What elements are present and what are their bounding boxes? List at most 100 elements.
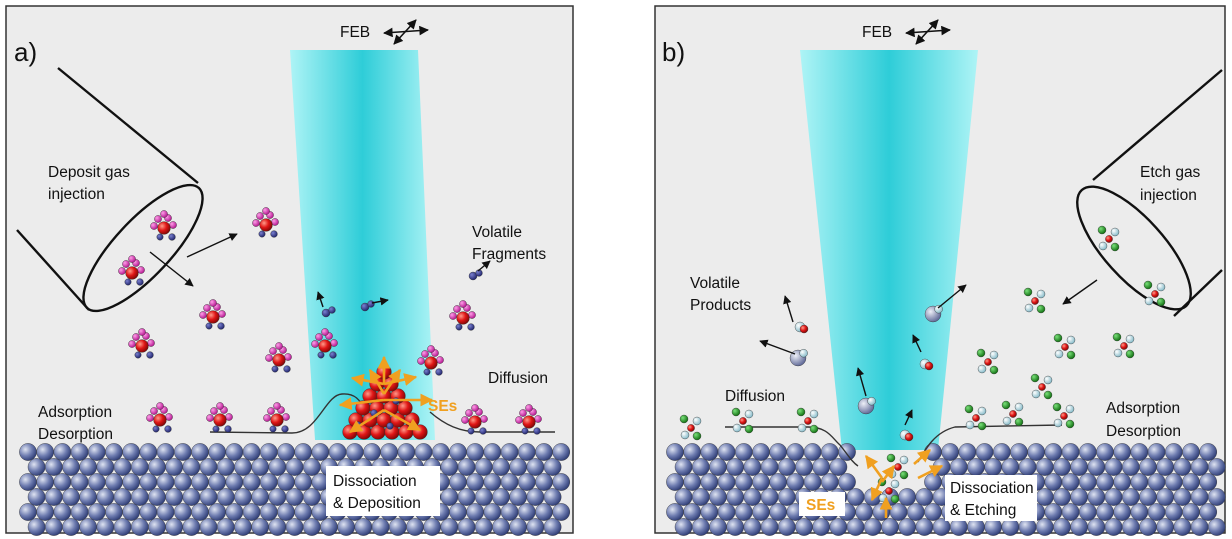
substrate-atom — [769, 443, 788, 461]
panel-letter: b) — [662, 37, 685, 67]
volatile-product — [899, 429, 914, 442]
substrate-atom — [1147, 503, 1166, 521]
substrate-atom — [199, 458, 218, 476]
lightblue-atom — [989, 350, 999, 360]
substrate-atom — [483, 503, 502, 521]
red-atom — [125, 266, 139, 280]
substrate-atom — [440, 458, 459, 476]
navy-atom — [455, 323, 463, 331]
substrate-atom — [96, 488, 115, 506]
lightblue-atom — [1014, 402, 1024, 412]
magenta-atom — [449, 312, 457, 320]
magenta-atom — [519, 409, 527, 417]
green-atom — [1036, 304, 1046, 314]
substrate-atom — [838, 473, 856, 491]
magenta-atom — [138, 328, 146, 336]
electron-beam — [800, 50, 978, 450]
gas-injection-label-line1: Deposit gas — [48, 164, 130, 181]
green-atom — [977, 421, 987, 431]
substrate-atom — [864, 518, 882, 536]
green-atom — [1156, 297, 1166, 307]
substrate-atom — [320, 518, 338, 536]
lightblue-atom — [1002, 416, 1012, 426]
magenta-atom — [150, 222, 158, 230]
substrate-atom — [1096, 443, 1114, 461]
red-atom — [424, 356, 438, 370]
substrate-atom — [216, 458, 235, 476]
etchant-molecule — [964, 404, 987, 431]
substrate-atom — [846, 488, 865, 506]
substrate-atom — [735, 443, 753, 461]
red-atom — [522, 415, 536, 429]
magenta-atom — [199, 311, 207, 319]
green-atom — [1065, 419, 1075, 429]
green-atom — [796, 407, 806, 417]
green-atom — [886, 453, 896, 463]
substrate-atom — [535, 443, 553, 461]
substrate-atom — [735, 503, 753, 521]
substrate-atom — [259, 443, 278, 461]
red-atom — [468, 415, 482, 429]
magenta-atom — [128, 255, 136, 263]
lightblue-atom — [1036, 289, 1046, 299]
substrate-atom — [1070, 518, 1088, 536]
substrate-atom — [726, 518, 745, 536]
substrate-atom — [907, 503, 925, 521]
substrate-atom — [182, 518, 201, 536]
red-atom — [1060, 412, 1068, 420]
magenta-atom — [461, 416, 469, 424]
substrate-atom — [500, 503, 519, 521]
red-atom — [206, 310, 220, 324]
lightblue-atom — [1054, 349, 1064, 359]
substrate-atom — [967, 458, 985, 476]
substrate-atom — [242, 473, 261, 491]
navy-atom — [283, 365, 291, 373]
magenta-atom — [525, 404, 533, 412]
substrate-atom — [113, 488, 132, 506]
substrate-atom — [294, 443, 313, 461]
substrate-atom — [1053, 488, 1071, 506]
substrate-atom — [345, 443, 364, 461]
substrate-atom — [130, 488, 149, 506]
substrate-atom — [846, 518, 865, 536]
green-atom — [1112, 332, 1122, 342]
substrate-atom — [1130, 473, 1149, 491]
substrate-atom — [1070, 458, 1088, 476]
substrate-atom — [44, 518, 63, 536]
magenta-atom — [203, 304, 211, 312]
substrate-atom — [139, 503, 158, 521]
substrate-atom — [726, 458, 745, 476]
precursor-molecule — [252, 207, 279, 238]
substrate-atom — [1079, 503, 1097, 521]
substrate-atom — [466, 503, 485, 521]
secondary-electron-arrow — [348, 408, 385, 434]
motion-arrow — [937, 284, 967, 309]
substrate-atom — [769, 473, 788, 491]
substrate-atom — [915, 488, 934, 506]
precursor-molecule — [118, 255, 145, 286]
green-atom — [964, 404, 974, 414]
substrate-atom — [483, 473, 502, 491]
etchant-molecule — [679, 414, 702, 441]
substrate-atom — [191, 503, 209, 521]
precursor-molecule — [311, 328, 338, 359]
substrate-atom — [1139, 488, 1157, 506]
secondary-electron-arrow — [368, 368, 386, 395]
lightblue-atom — [1031, 389, 1041, 399]
substrate-atom — [509, 458, 528, 476]
gas-injection-label-line2: injection — [48, 186, 105, 203]
magenta-atom — [515, 416, 523, 424]
magenta-atom — [150, 407, 158, 415]
substrate-atom — [692, 518, 710, 536]
substrate-atom — [1190, 518, 1209, 536]
green-atom — [989, 365, 999, 375]
substrate-atom — [268, 518, 287, 536]
substrate-atom — [993, 443, 1011, 461]
substrate-atom — [466, 473, 485, 491]
gas-injection-label-line2: injection — [1140, 187, 1197, 204]
diffusion-label: Diffusion — [725, 388, 785, 405]
magenta-atom — [427, 345, 435, 353]
motion-arrow — [1062, 279, 1098, 305]
magenta-atom — [269, 347, 277, 355]
substrate-atom — [717, 503, 736, 521]
